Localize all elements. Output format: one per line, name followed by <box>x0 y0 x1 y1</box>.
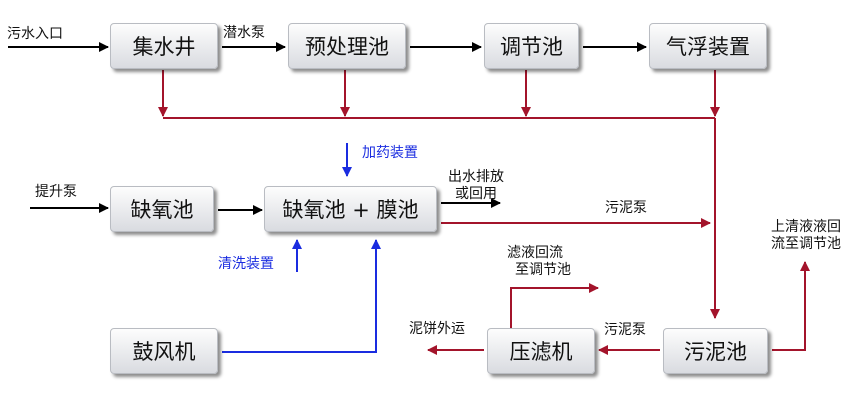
label-sludge-pump-lower: 污泥泵 <box>604 322 646 338</box>
node-pretreatment-tank: 预处理池 <box>288 23 406 69</box>
node-regulating-tank: 调节池 <box>484 23 579 69</box>
label-effluent-discharge: 出水排放 或回用 <box>442 169 510 203</box>
label-dosing-device: 加药装置 <box>362 145 418 161</box>
arrow-blower-air <box>222 239 381 353</box>
node-anoxic-tank: 缺氧池 <box>110 186 214 232</box>
label-filtrate-line1: 滤液回流 <box>507 245 563 261</box>
node-anoxic-membrane-tank: 缺氧池 + 膜池 <box>264 186 437 232</box>
label-supernatant-return: 上清液液回 流至调节池 <box>759 219 853 253</box>
label-effluent-line2: 或回用 <box>455 186 497 202</box>
label-sludge-pump-upper: 污泥泵 <box>605 200 647 216</box>
node-collection-well: 集水井 <box>110 23 218 69</box>
node-filter-press: 压滤机 <box>487 328 595 374</box>
label-wastewater-inlet: 污水入口 <box>7 26 63 42</box>
label-cleaning-device: 清洗装置 <box>218 256 274 272</box>
label-filtrate-line2: 至调节池 <box>515 262 571 278</box>
label-lift-pump: 提升泵 <box>35 184 77 200</box>
label-submersible-pump: 潜水泵 <box>223 25 265 41</box>
label-supernatant-line1: 上清液液回 <box>771 219 841 235</box>
node-sludge-tank: 污泥池 <box>663 328 768 374</box>
label-supernatant-line2: 流至调节池 <box>771 236 841 252</box>
label-cake-transport: 泥饼外运 <box>409 321 465 337</box>
label-filtrate-return: 滤液回流 至调节池 <box>507 245 571 279</box>
label-effluent-line1: 出水排放 <box>448 169 504 185</box>
arrow-filtrate-return <box>510 283 599 328</box>
node-air-flotation: 气浮装置 <box>649 23 767 69</box>
arrow-supernatant-return <box>772 261 810 351</box>
node-blower: 鼓风机 <box>110 328 218 374</box>
